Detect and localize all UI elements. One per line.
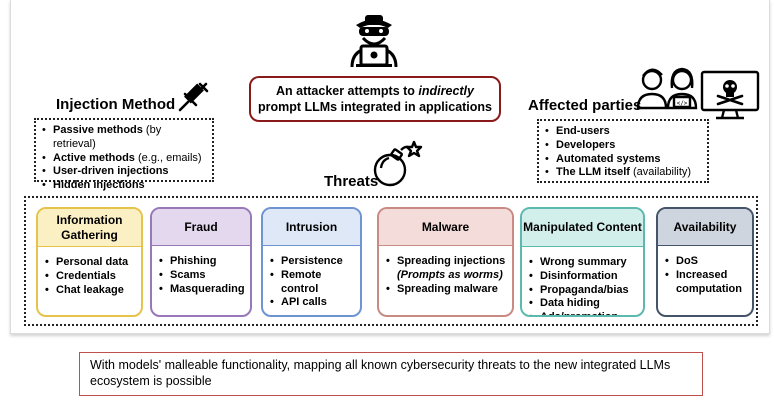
threat-item: Data hiding xyxy=(529,297,639,311)
list-item-bold: Hidden injections xyxy=(53,179,145,192)
threat-item: Spreading injections xyxy=(386,255,508,269)
threat-item: Spreading malware xyxy=(386,283,508,297)
threat-category-6: AvailabilityDoSIncreased computation xyxy=(656,207,754,317)
threat-item: Propaganda/bias xyxy=(529,284,639,298)
injection-methods-list: Passive methods (by retrieval)Active met… xyxy=(42,124,206,193)
threat-category-4: MalwareSpreading injections(Prompts as w… xyxy=(377,207,514,317)
list-item-bold: End-users xyxy=(556,125,610,137)
threat-category-title: Manipulated Content xyxy=(522,209,643,247)
list-item-bold: Automated systems xyxy=(556,152,661,165)
list-item: Passive methods (by retrieval) xyxy=(42,124,206,152)
list-item-bold: User-driven injections xyxy=(53,165,169,178)
threat-item: Chat leakage xyxy=(45,284,137,298)
bomb-icon xyxy=(373,140,423,187)
syringe-icon xyxy=(178,82,209,112)
threat-list: PersistenceRemote controlAPI calls xyxy=(263,246,360,310)
threat-item: Phishing xyxy=(159,255,246,269)
affected-parties-box: End-usersDevelopersAutomated systemsThe … xyxy=(537,119,709,183)
svg-text:</>: </> xyxy=(677,100,688,107)
threat-category-1: Information GatheringPersonal dataCreden… xyxy=(36,207,143,317)
list-item: Automated systems xyxy=(545,153,701,167)
threat-category-title: Fraud xyxy=(152,209,250,246)
list-item-note: (e.g., emails) xyxy=(134,151,202,164)
attacker-line1: An attacker attempts to xyxy=(276,84,419,98)
list-item: The LLM itself (availability) xyxy=(545,166,701,180)
threat-category-2: FraudPhishingScamsMasquerading xyxy=(150,207,252,317)
threat-item: Persistence xyxy=(270,255,356,269)
takeaway-note: With models' malleable functionality, ma… xyxy=(79,352,703,396)
attacker-line2: prompt LLMs integrated in applications xyxy=(257,100,493,114)
threat-category-title: Availability xyxy=(658,209,752,246)
threat-list: PhishingScamsMasquerading xyxy=(152,246,250,296)
list-item-bold: Developers xyxy=(556,138,616,151)
threat-list: Wrong summaryDisinformationPropaganda/bi… xyxy=(522,247,643,315)
threat-list: DoSIncreased computation xyxy=(658,246,752,296)
threats-title: Threats xyxy=(324,173,379,190)
attacker-emphasis: indirectly xyxy=(418,84,474,98)
threat-item: Credentials xyxy=(45,270,137,284)
threat-item: Disinformation xyxy=(529,270,639,284)
threat-item: Scams xyxy=(159,269,246,283)
threat-category-title: Information Gathering xyxy=(38,209,141,247)
list-item-bold: The LLM itself xyxy=(556,166,630,179)
threat-category-title: Intrusion xyxy=(263,209,360,246)
threat-list: Personal dataCredentialsChat leakage xyxy=(38,247,141,297)
threat-item: Wrong summary xyxy=(529,256,639,270)
list-item: Active methods (e.g., emails) xyxy=(42,152,206,166)
threat-list: Spreading injections(Prompts as worms) Sp… xyxy=(379,246,512,296)
injection-methods-box: Passive methods (by retrieval)Active met… xyxy=(34,118,214,193)
threat-item: API calls xyxy=(270,296,356,310)
attacker-statement: An attacker attempts to indirectly promp… xyxy=(249,76,501,122)
threat-item: Ads/promotion xyxy=(529,311,639,315)
hacker-icon xyxy=(350,15,398,68)
list-item-bold: Active methods xyxy=(53,151,135,164)
list-item: User-driven injections xyxy=(42,165,206,179)
threat-item: (Prompts as worms) xyxy=(397,268,503,281)
users-and-computer-icon: </> xyxy=(636,67,760,120)
list-item-note: (by retrieval) xyxy=(53,124,162,150)
threat-category-3: IntrusionPersistenceRemote controlAPI ca… xyxy=(261,207,362,317)
list-item: End-users xyxy=(545,125,701,139)
threat-item: Personal data xyxy=(45,256,137,270)
threat-item: Increased computation xyxy=(665,269,748,297)
list-item: Hidden injections xyxy=(42,179,206,193)
threat-item: Masquerading xyxy=(159,283,246,297)
list-item-note: (availability) xyxy=(629,166,692,179)
threat-item: DoS xyxy=(665,255,748,269)
affected-parties-list: End-usersDevelopersAutomated systemsThe … xyxy=(545,125,701,180)
threat-item: Remote control xyxy=(270,269,356,297)
affected-parties-title: Affected parties xyxy=(528,97,642,114)
threat-category-5: Manipulated ContentWrong summaryDisinfor… xyxy=(520,207,645,317)
list-item: Developers xyxy=(545,139,701,153)
injection-method-title: Injection Method xyxy=(56,96,176,113)
list-item-bold: Passive methods xyxy=(53,124,143,136)
threat-category-title: Malware xyxy=(379,209,512,246)
